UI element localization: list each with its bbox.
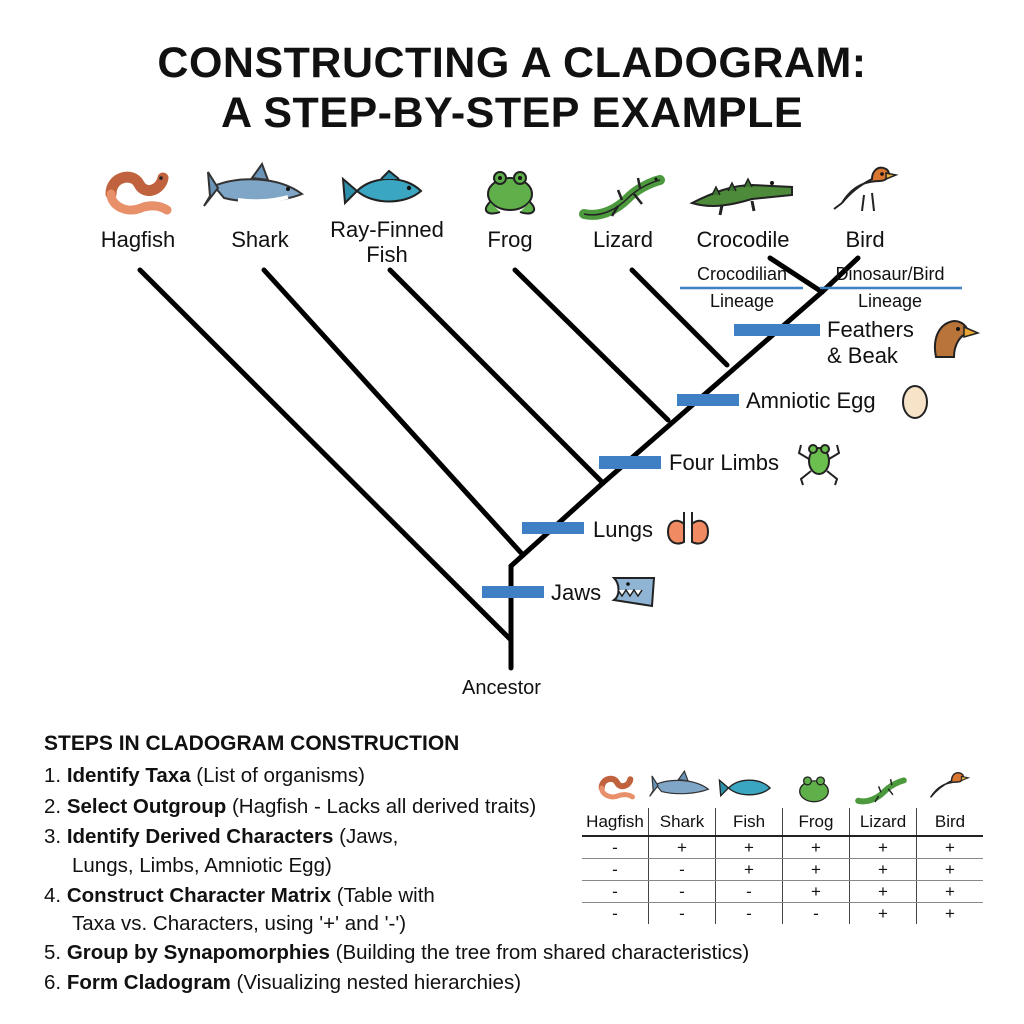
matrix-cell: + bbox=[715, 858, 783, 881]
lizard-icon bbox=[579, 175, 665, 220]
branch-crocodile bbox=[767, 255, 825, 295]
step-2: 2. Select Outgroup (Hagfish - Lacks all … bbox=[44, 795, 537, 818]
matrix-cell: + bbox=[849, 880, 917, 903]
matrix-cell: + bbox=[849, 902, 917, 924]
taxon-label-lizard: Lizard bbox=[593, 227, 653, 252]
step-3: 3. Identify Derived Characters (Jaws, bbox=[44, 825, 399, 848]
shark-head-icon bbox=[611, 577, 656, 608]
egg-icon bbox=[902, 385, 928, 419]
matrix-cell: - bbox=[582, 836, 649, 859]
matrix-header-bird: Bird bbox=[916, 808, 983, 837]
frog-trait-icon bbox=[797, 444, 841, 486]
lungs-trait-bar bbox=[522, 522, 584, 534]
step-3-continued: Lungs, Limbs, Amniotic Egg) bbox=[72, 854, 332, 877]
taxon-label-shark: Shark bbox=[231, 227, 289, 252]
matrix-header-shark: Shark bbox=[648, 808, 716, 837]
crocodile-icon bbox=[689, 177, 793, 216]
branch-lizard bbox=[629, 267, 730, 368]
page-title-line-1: CONSTRUCTING A CLADOGRAM: bbox=[157, 39, 867, 87]
matrix-cell: - bbox=[648, 880, 716, 903]
four-limbs-trait-bar bbox=[599, 456, 661, 469]
matrix-cell: + bbox=[782, 836, 850, 859]
branch-frog bbox=[512, 267, 671, 423]
matrix-cell: - bbox=[715, 880, 783, 903]
matrix-lizard-icon bbox=[855, 777, 907, 805]
matrix-cell: + bbox=[782, 858, 850, 881]
matrix-header-lizard: Lizard bbox=[849, 808, 917, 837]
worm-hagfish-icon bbox=[105, 171, 172, 215]
frog-icon bbox=[484, 171, 536, 215]
steps-heading: STEPS IN CLADOGRAM CONSTRUCTION bbox=[44, 732, 460, 755]
amniotic-egg-trait-bar bbox=[677, 394, 739, 406]
taxon-label-ray-finned-fish: Ray-Finned Fish bbox=[330, 217, 444, 267]
matrix-cell: + bbox=[916, 836, 983, 859]
trait-label-amniotic-egg: Amniotic Egg bbox=[746, 388, 876, 413]
lungs-icon bbox=[666, 512, 710, 545]
dinosaur-bird-lineage-label: Dinosaur/Bird Lineage bbox=[835, 264, 945, 311]
fish-icon bbox=[341, 169, 423, 206]
step-1: 1. Identify Taxa (List of organisms) bbox=[44, 764, 365, 787]
matrix-cell: + bbox=[715, 836, 783, 859]
matrix-row: - - - - + + bbox=[582, 902, 983, 924]
matrix-row: - + + + + + bbox=[582, 836, 983, 859]
matrix-header-fish: Fish bbox=[715, 808, 783, 837]
bird-head-icon bbox=[934, 319, 981, 358]
matrix-cell: + bbox=[849, 836, 917, 859]
matrix-header-frog: Frog bbox=[782, 808, 850, 837]
shark-icon bbox=[203, 161, 305, 207]
trait-label-lungs: Lungs bbox=[593, 517, 653, 542]
taxon-label-frog: Frog bbox=[487, 227, 533, 252]
trait-label-feathers-beak: Feathers & Beak bbox=[827, 317, 914, 368]
taxon-label-bird: Bird bbox=[845, 227, 885, 252]
step-6: 6. Form Cladogram (Visualizing nested hi… bbox=[44, 971, 522, 994]
matrix-cell: + bbox=[849, 858, 917, 881]
matrix-row: - - - + + + bbox=[582, 880, 983, 903]
bird-icon bbox=[833, 166, 899, 212]
matrix-cell: + bbox=[648, 836, 716, 859]
matrix-bird-icon bbox=[929, 772, 971, 798]
step-5: 5. Group by Synapomorphies (Building the… bbox=[44, 941, 750, 964]
matrix-header-hagfish: Hagfish bbox=[582, 808, 649, 837]
step-4-continued: Taxa vs. Characters, using '+' and '-') bbox=[72, 912, 407, 935]
feathers-beak-trait-bar bbox=[734, 324, 820, 336]
matrix-cell: - bbox=[582, 880, 649, 903]
branch-shark bbox=[261, 267, 526, 558]
page-title-line-2: A STEP-BY-STEP EXAMPLE bbox=[220, 89, 804, 137]
matrix-fish-icon bbox=[718, 778, 772, 798]
branch-hagfish bbox=[137, 267, 514, 643]
branch-bird bbox=[819, 255, 861, 295]
matrix-frog-icon bbox=[799, 776, 829, 803]
ancestor-label: Ancestor bbox=[462, 677, 541, 699]
crocodilian-lineage-label: Crocodilian Lineage bbox=[696, 264, 788, 311]
taxon-label-hagfish: Hagfish bbox=[100, 227, 176, 252]
trait-label-four-limbs: Four Limbs bbox=[669, 450, 780, 475]
character-matrix: Hagfish Shark Fish Frog Lizard Bird - + … bbox=[582, 808, 983, 924]
matrix-shark-icon bbox=[649, 769, 710, 797]
jaws-trait-bar bbox=[482, 586, 544, 598]
matrix-cell: - bbox=[612, 903, 618, 923]
trait-label-jaws: Jaws bbox=[551, 580, 602, 605]
taxon-label-crocodile: Crocodile bbox=[696, 227, 790, 252]
matrix-hagfish-icon bbox=[598, 775, 635, 800]
matrix-cell: - bbox=[715, 902, 783, 924]
matrix-cell: - bbox=[648, 902, 716, 924]
matrix-cell: + bbox=[782, 880, 850, 903]
matrix-row: - - + + + + bbox=[582, 858, 983, 881]
step-4: 4. Construct Character Matrix (Table wit… bbox=[44, 884, 435, 907]
matrix-cell: + bbox=[916, 902, 983, 924]
branch-fish bbox=[387, 267, 606, 486]
main-spine-2 bbox=[600, 289, 825, 486]
matrix-cell: + bbox=[916, 858, 983, 881]
matrix-cell: + bbox=[916, 880, 983, 903]
matrix-cell: - bbox=[782, 902, 850, 924]
matrix-cell: - bbox=[648, 858, 716, 881]
matrix-cell: - bbox=[582, 858, 649, 881]
